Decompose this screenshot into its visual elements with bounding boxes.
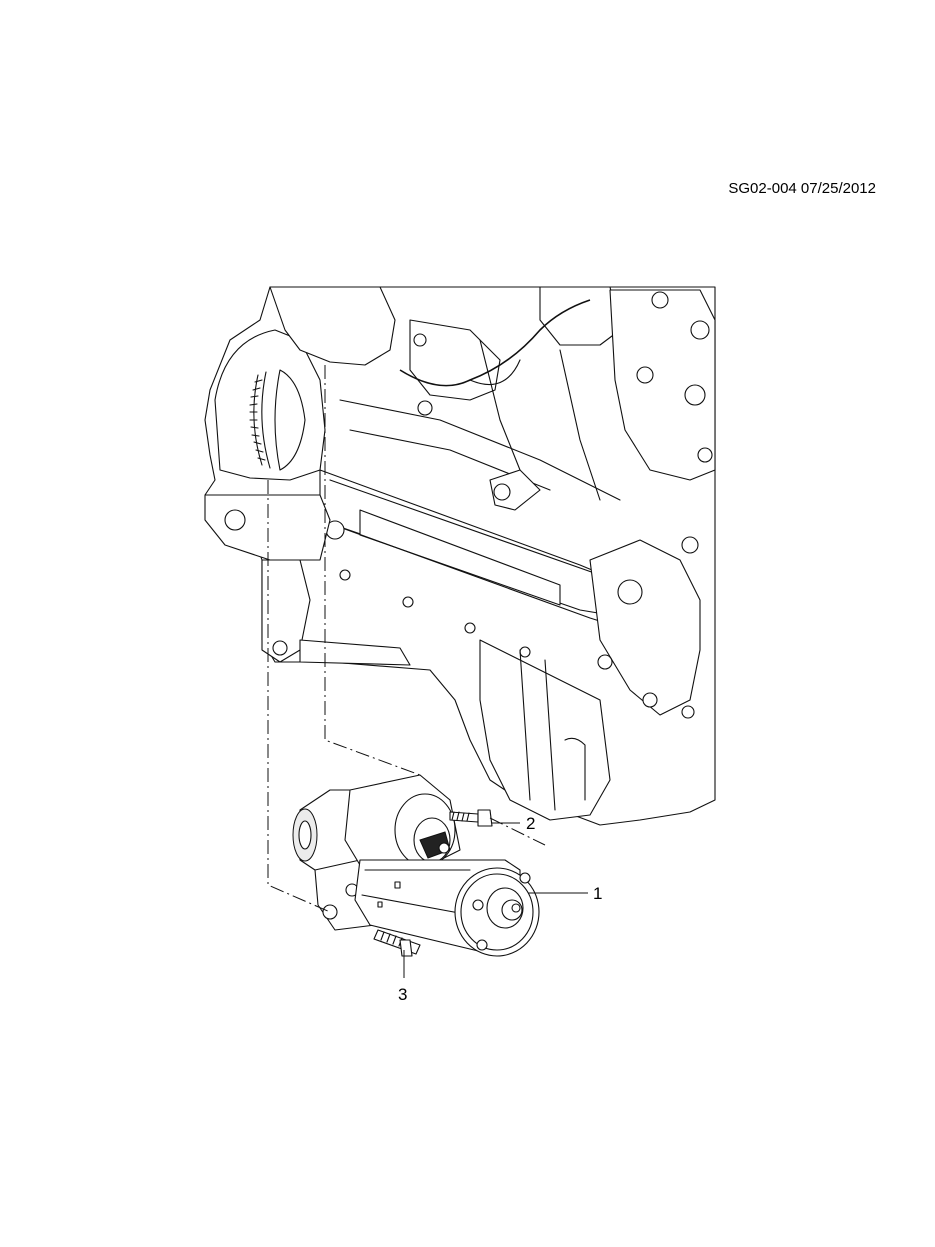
callout-label: 3: [398, 985, 407, 1004]
bolt-2: [449, 809, 493, 827]
bolt-3: [373, 929, 421, 957]
callout-label: 2: [526, 814, 535, 833]
ring-gear-teeth: [249, 379, 266, 461]
engine-block-illustration: [204, 286, 716, 826]
starter-motor: [292, 774, 540, 957]
callout-label: 1: [593, 884, 602, 903]
document-code: SG02-004 07/25/2012: [728, 180, 876, 197]
callout-1: 1: [528, 884, 602, 903]
callout-3: 3: [398, 950, 407, 1004]
callout-2: 2: [492, 814, 535, 833]
